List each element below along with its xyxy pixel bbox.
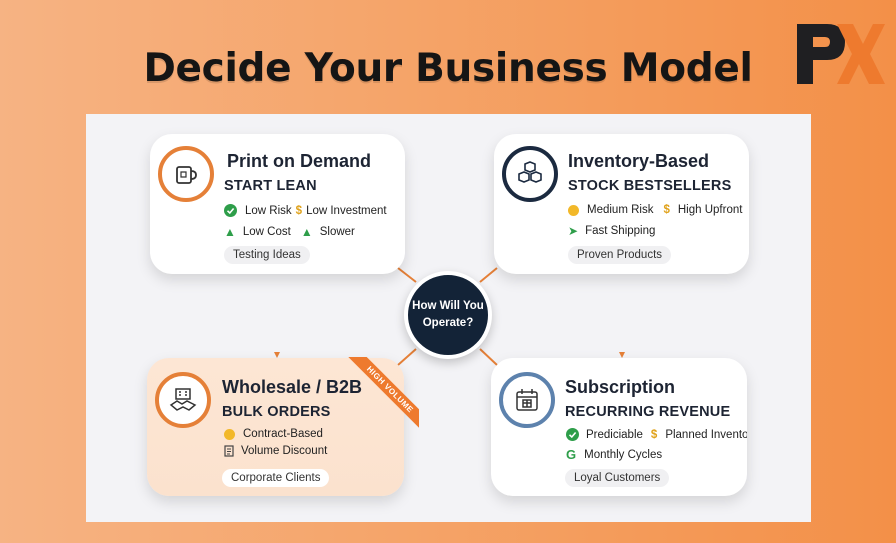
tag-pill: Corporate Clients bbox=[222, 469, 330, 487]
feature-label: Volume Discount bbox=[241, 445, 328, 457]
feature-label: Low Investment bbox=[306, 204, 387, 217]
rocket-icon: ➤ bbox=[568, 224, 579, 238]
feature-label: Prediciable bbox=[586, 428, 643, 441]
feature-row: ▲ Low Cost ▲ Slower bbox=[224, 225, 355, 239]
card-title: Subscription bbox=[565, 377, 676, 397]
yellow-dot-icon bbox=[224, 428, 235, 440]
feature-label: Slower bbox=[319, 226, 355, 238]
card-title: Wholesale / B2B bbox=[222, 377, 363, 397]
feature-row: Medium Risk $ High Upfront bbox=[568, 204, 742, 216]
feature-label: Planned Inventory bbox=[665, 428, 747, 441]
card-title: Inventory-Based bbox=[568, 151, 710, 171]
feature-row: Prediciable $ Planned Inventory bbox=[566, 428, 747, 441]
document-icon bbox=[224, 445, 234, 457]
turtle-icon: ▲ bbox=[300, 225, 313, 239]
calendar-gift-icon bbox=[499, 372, 555, 428]
ribbon-label: HIGH VOLUME bbox=[346, 357, 419, 433]
card-subtitle: BULK ORDERS bbox=[222, 404, 331, 420]
feature-label: High Upfront bbox=[677, 204, 743, 216]
tag-pill: Proven Products bbox=[568, 246, 672, 264]
page-title: Decide Your Business Model bbox=[143, 46, 753, 91]
boxes-icon bbox=[502, 146, 558, 202]
feature-label: Medium Risk bbox=[587, 204, 654, 216]
yellow-dot-icon bbox=[568, 204, 579, 216]
feature-label: Fast Shipping bbox=[585, 225, 656, 237]
feature-label: Monthly Cycles bbox=[584, 448, 663, 461]
handshake-building-icon bbox=[155, 372, 211, 428]
card-title: Print on Demand bbox=[227, 151, 372, 171]
px-logo bbox=[797, 24, 885, 84]
mug-icon bbox=[158, 146, 214, 202]
tag-pill: Testing Ideas bbox=[224, 246, 310, 264]
center-line-2: Operate? bbox=[422, 317, 474, 329]
card-print-on-demand[interactable]: Print on Demand START LEAN Low Risk $ Lo… bbox=[150, 134, 405, 274]
feature-row: Low Risk $ Low Investment bbox=[224, 204, 387, 217]
center-question-node: How Will You Operate? bbox=[404, 271, 492, 359]
feature-row: Volume Discount bbox=[224, 445, 327, 457]
check-icon bbox=[224, 204, 237, 217]
card-subtitle: RECURRING REVENUE bbox=[565, 404, 731, 420]
dollar-icon: $ bbox=[663, 204, 670, 216]
high-volume-ribbon: HIGH VOLUME bbox=[339, 357, 419, 437]
feature-label: Low Risk bbox=[245, 204, 292, 217]
tag-pill: Loyal Customers bbox=[565, 469, 670, 487]
card-inventory-based[interactable]: Inventory-Based STOCK BESTSELLERS Medium… bbox=[494, 134, 749, 274]
card-subscription[interactable]: Subscription RECURRING REVENUE Prediciab… bbox=[491, 358, 747, 496]
card-wholesale-b2b[interactable]: Wholesale / B2B BULK ORDERS Contract-Bas… bbox=[147, 358, 404, 496]
turtle-icon: ▲ bbox=[224, 225, 236, 239]
feature-row: G Monthly Cycles bbox=[566, 447, 662, 462]
refresh-icon: G bbox=[566, 447, 577, 462]
dollar-icon: $ bbox=[295, 204, 303, 217]
feature-label: Low Cost bbox=[242, 226, 291, 238]
check-icon bbox=[566, 428, 579, 441]
feature-row: ➤ Fast Shipping bbox=[568, 224, 655, 238]
center-line-1: How Will You bbox=[412, 300, 484, 312]
feature-row: Contract-Based bbox=[224, 428, 323, 440]
dollar-icon: $ bbox=[650, 428, 658, 441]
card-subtitle: START LEAN bbox=[224, 178, 317, 194]
feature-label: Contract-Based bbox=[243, 428, 323, 440]
card-subtitle: STOCK BESTSELLERS bbox=[568, 178, 732, 194]
